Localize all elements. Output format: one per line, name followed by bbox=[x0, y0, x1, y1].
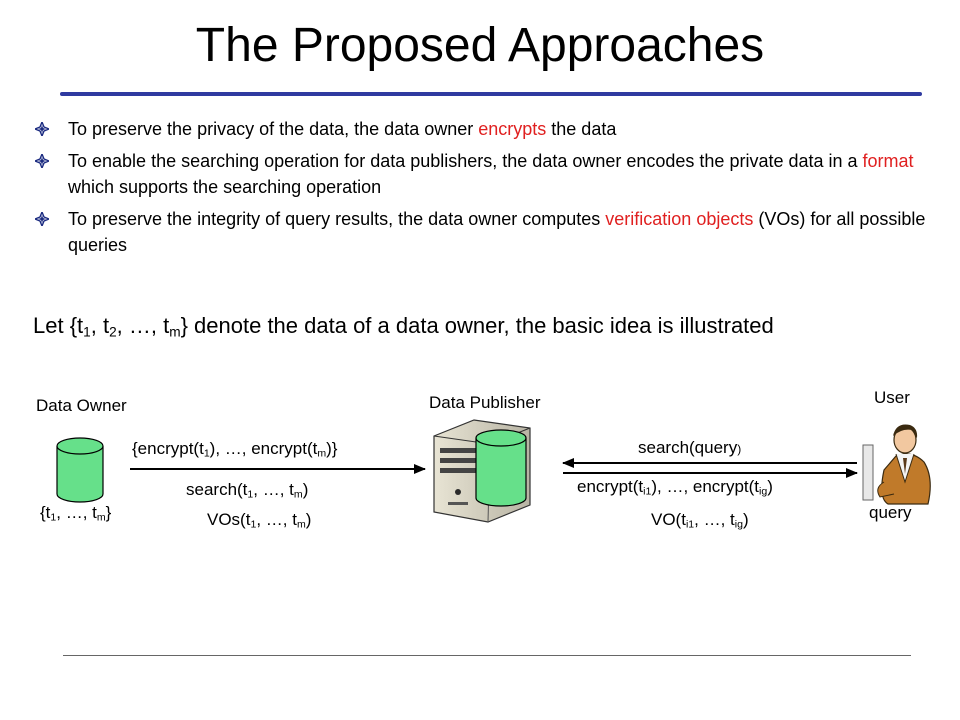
bullet-highlight: encrypts bbox=[478, 119, 547, 139]
encrypted-results-edge-label: encrypt(ti1), …, encrypt(tig) bbox=[577, 477, 773, 498]
user-query-label: query bbox=[869, 503, 912, 522]
diamond-bullet-icon bbox=[35, 122, 49, 136]
footer-divider bbox=[63, 655, 911, 656]
user-person-icon bbox=[862, 424, 931, 505]
bullet-text: which supports the searching operation bbox=[68, 177, 382, 197]
data-publisher-database-icon bbox=[475, 429, 527, 507]
lead-sentence: Let {t1, t2, …, tm} denote the data of a… bbox=[33, 313, 774, 340]
diamond-bullet-icon bbox=[35, 212, 49, 226]
user-label: User bbox=[874, 388, 910, 407]
search-query-edge-label: search(query) bbox=[638, 438, 742, 457]
data-publisher-label: Data Publisher bbox=[429, 393, 541, 412]
encrypted-data-edge-label: {encrypt(t1), …, encrypt(tm)} bbox=[132, 439, 338, 460]
bullet-text: (VOs) for all possible queries bbox=[68, 209, 926, 255]
vos-all-edge-label: VOs(t1, …, tm) bbox=[207, 510, 312, 531]
bullet-item-1: To preserve the privacy of the data, the… bbox=[35, 116, 935, 142]
search-all-edge-label: search(t1, …, tm) bbox=[186, 480, 309, 501]
data-owner-label: Data Owner bbox=[36, 396, 127, 415]
owner-data-set: {t1, …, tm} bbox=[40, 503, 112, 524]
bullet-text: To preserve the privacy of the data, the… bbox=[68, 119, 479, 139]
bullet-text: To preserve the integrity of query resul… bbox=[68, 209, 606, 229]
data-owner-database-icon bbox=[56, 437, 104, 503]
bullet-text: the data bbox=[546, 119, 617, 139]
bullet-highlight: format bbox=[862, 151, 914, 171]
bullet-list: To preserve the privacy of the data, the… bbox=[35, 116, 935, 264]
bullet-highlight: verification objects bbox=[605, 209, 754, 229]
diamond-bullet-icon bbox=[35, 154, 49, 168]
bullet-text: To enable the searching operation for da… bbox=[68, 151, 863, 171]
bullet-item-2: To enable the searching operation for da… bbox=[35, 148, 935, 200]
vo-results-edge-label: VO(ti1, …, tig) bbox=[651, 510, 749, 531]
bullet-item-3: To preserve the integrity of query resul… bbox=[35, 206, 935, 258]
title-underline bbox=[60, 92, 922, 96]
slide-title: The Proposed Approaches bbox=[195, 19, 765, 72]
